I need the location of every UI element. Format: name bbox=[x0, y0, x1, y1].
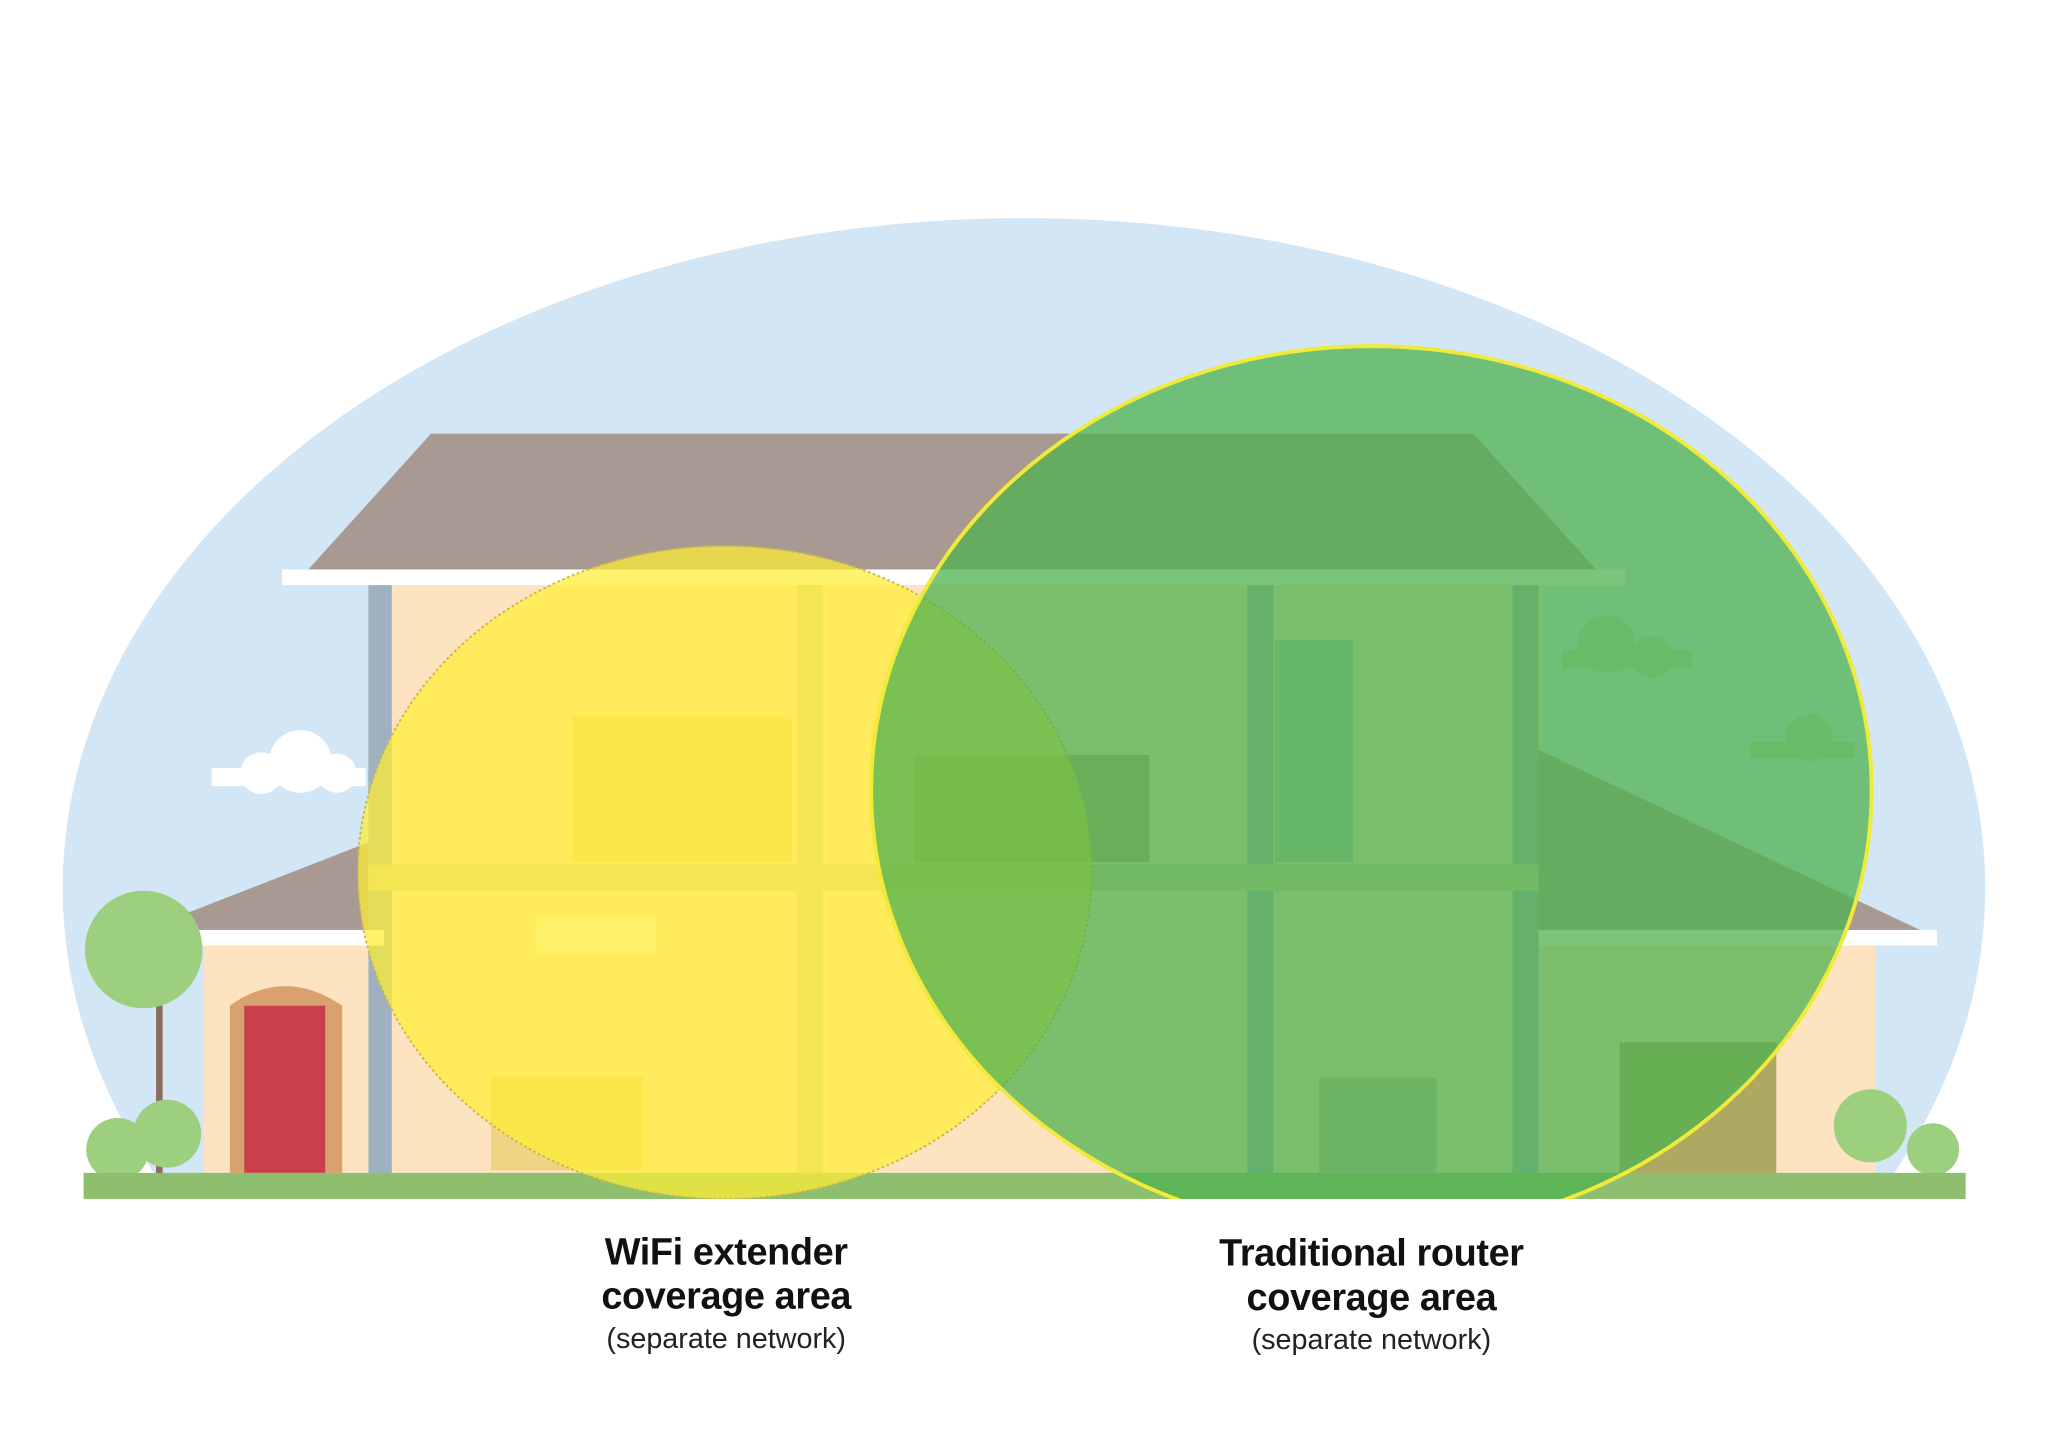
extender-subtitle: (separate network) bbox=[606, 1321, 846, 1355]
extender-title-line2: coverage area bbox=[601, 1276, 852, 1318]
extender-coverage-label: WiFi extender coverage area (separate ne… bbox=[530, 1230, 922, 1358]
router-subtitle: (separate network) bbox=[1251, 1323, 1492, 1356]
door bbox=[244, 1005, 326, 1173]
left-wing-roof bbox=[143, 842, 369, 930]
tree-icon bbox=[1833, 1089, 1907, 1163]
router-coverage-zone bbox=[869, 344, 1874, 1237]
router-title-line2: coverage area bbox=[1246, 1277, 1497, 1320]
cloud-icon bbox=[211, 730, 366, 795]
ground bbox=[83, 1172, 1966, 1199]
extender-title-line1: WiFi extender bbox=[604, 1231, 848, 1274]
router-coverage-label: Traditional router coverage area (separa… bbox=[1162, 1232, 1580, 1360]
router-title-line1: Traditional router bbox=[1219, 1232, 1524, 1275]
tree-icon bbox=[84, 890, 203, 1009]
